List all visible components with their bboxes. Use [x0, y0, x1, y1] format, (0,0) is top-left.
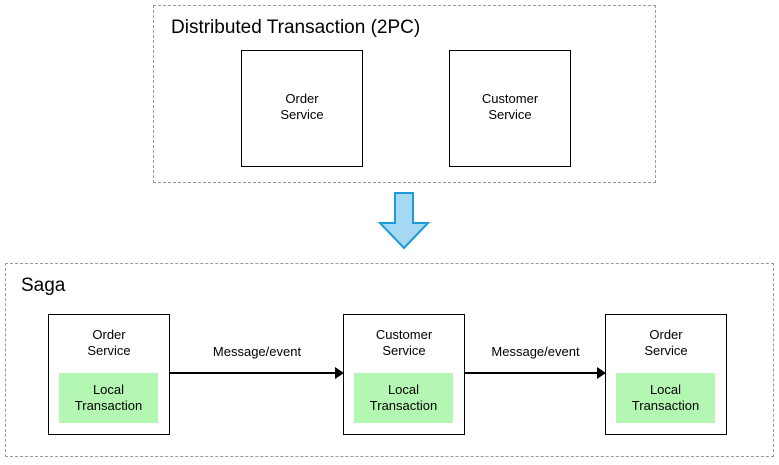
service-box-customer-2pc: Customer Service [449, 50, 571, 167]
service-box-order-saga-1: Order Service Local Transaction [48, 314, 170, 435]
down-arrow-icon [377, 192, 431, 250]
service-name-customer: Customer Service [375, 327, 433, 358]
local-transaction-badge: Local Transaction [616, 373, 715, 423]
group-saga: Saga [5, 263, 774, 457]
arrow-head-icon [597, 366, 606, 379]
down-arrow-glyph [377, 192, 431, 250]
group-title-distributed-transaction: Distributed Transaction (2PC) [171, 17, 421, 38]
arrow-head-icon [335, 366, 344, 379]
service-box-customer-saga: Customer Service Local Transaction [343, 314, 465, 435]
service-name-order: Order Service [87, 327, 131, 358]
local-transaction-badge: Local Transaction [354, 373, 453, 423]
service-name-order: Order Service [280, 91, 324, 122]
flow-arrow-order-to-customer: Message/event [170, 344, 344, 393]
flow-label-message-event: Message/event [491, 344, 580, 359]
service-name-customer: Customer Service [481, 91, 539, 122]
local-transaction-badge: Local Transaction [59, 373, 158, 423]
group-title-saga: Saga [21, 275, 66, 296]
service-box-order-2pc: Order Service [241, 50, 363, 167]
flow-line [170, 372, 336, 374]
group-distributed-transaction: Distributed Transaction (2PC) [153, 5, 656, 183]
flow-label-message-event: Message/event [212, 344, 302, 359]
service-name-order: Order Service [644, 327, 688, 358]
flow-line [465, 372, 598, 374]
service-box-order-saga-2: Order Service Local Transaction [605, 314, 727, 435]
flow-arrow-customer-to-order: Message/event [465, 344, 606, 393]
